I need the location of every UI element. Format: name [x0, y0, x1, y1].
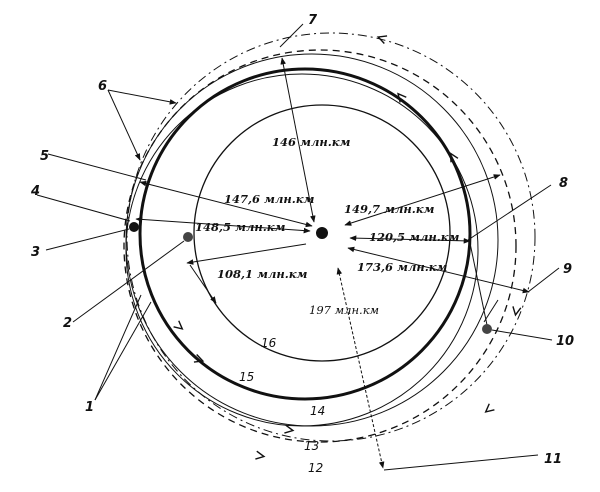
arrow-120-5 — [349, 235, 471, 244]
arrow-149-7 — [344, 174, 501, 226]
pointer-11 — [383, 454, 539, 471]
callout-11: 11 — [544, 452, 562, 467]
dir-arrow-left-low — [173, 320, 184, 330]
distance-label-120-5: 120,5 млн.км — [369, 230, 460, 244]
pointer-1a — [94, 294, 142, 401]
distance-label-108-1: 108,1 млн.км — [217, 267, 308, 281]
callout-6: 6 — [98, 79, 107, 94]
pointer-7 — [279, 23, 304, 48]
pointer-10 — [491, 329, 553, 341]
dir-arrow-13 — [284, 424, 295, 434]
distance-label-173-6: 173,6 млн.км — [357, 260, 448, 274]
distance-label-146: 146 млн.км — [272, 135, 351, 149]
distance-label-197: 197 млн.км — [309, 303, 379, 317]
sun — [316, 227, 328, 239]
pointer-2 — [72, 240, 185, 323]
callout-7: 7 — [308, 13, 318, 28]
arrow-108-1 — [186, 243, 307, 265]
callout-5: 5 — [40, 149, 49, 164]
arrow-173-6 — [347, 246, 530, 294]
callout-1: 1 — [85, 400, 94, 415]
dir-arrow-right — [449, 152, 459, 163]
pointer-3 — [45, 228, 130, 251]
pointer-9 — [527, 267, 560, 293]
planet-dot-3 — [129, 222, 139, 232]
arrow-197 — [336, 267, 385, 469]
ring-number-12: 12 — [308, 461, 323, 475]
connector-8-10 — [469, 242, 488, 326]
callout-2: 2 — [63, 316, 72, 331]
planet-dot-2 — [183, 232, 193, 242]
ring-number-15: 15 — [239, 370, 254, 384]
planet-dot-10 — [482, 324, 492, 334]
pointer-5 — [47, 153, 147, 181]
callout-3: 3 — [31, 245, 40, 260]
pointer-4 — [36, 194, 131, 222]
distance-label-149-7: 149,7 млн.км — [344, 202, 435, 216]
distance-label-147-6: 147,6 млн.км — [224, 192, 315, 206]
arrow-108-1-b — [189, 264, 217, 304]
ring-number-16: 16 — [261, 336, 277, 350]
pointer-8 — [467, 184, 552, 241]
connector-9-10 — [483, 299, 499, 323]
dash-dot-orbit — [126, 32, 536, 442]
dir-arrow-12 — [255, 450, 266, 460]
callout-4: 4 — [30, 184, 40, 199]
outer-dashed-orbit — [123, 49, 517, 443]
callout-9: 9 — [563, 262, 572, 277]
pointer-6a — [107, 89, 177, 105]
thin-orbit-b — [125, 53, 499, 427]
callout-8: 8 — [559, 176, 568, 191]
callout-10: 10 — [556, 334, 574, 349]
arrow-148-5 — [135, 216, 311, 234]
pointer-1b — [94, 301, 152, 401]
dir-arrow-top-dash — [376, 35, 388, 44]
dir-arrow-bold-top — [397, 92, 407, 103]
pointer-6b — [107, 89, 141, 161]
distance-arrows — [36, 23, 560, 471]
dir-arrow-lower-right — [512, 306, 522, 317]
dir-arrow-bottom-right — [484, 403, 495, 413]
distance-label-148-5: 148,5 млн.км — [195, 220, 286, 234]
dir-arrow-15 — [193, 354, 205, 363]
ring-number-14: 14 — [310, 404, 325, 418]
ring-number-13: 13 — [304, 439, 319, 453]
